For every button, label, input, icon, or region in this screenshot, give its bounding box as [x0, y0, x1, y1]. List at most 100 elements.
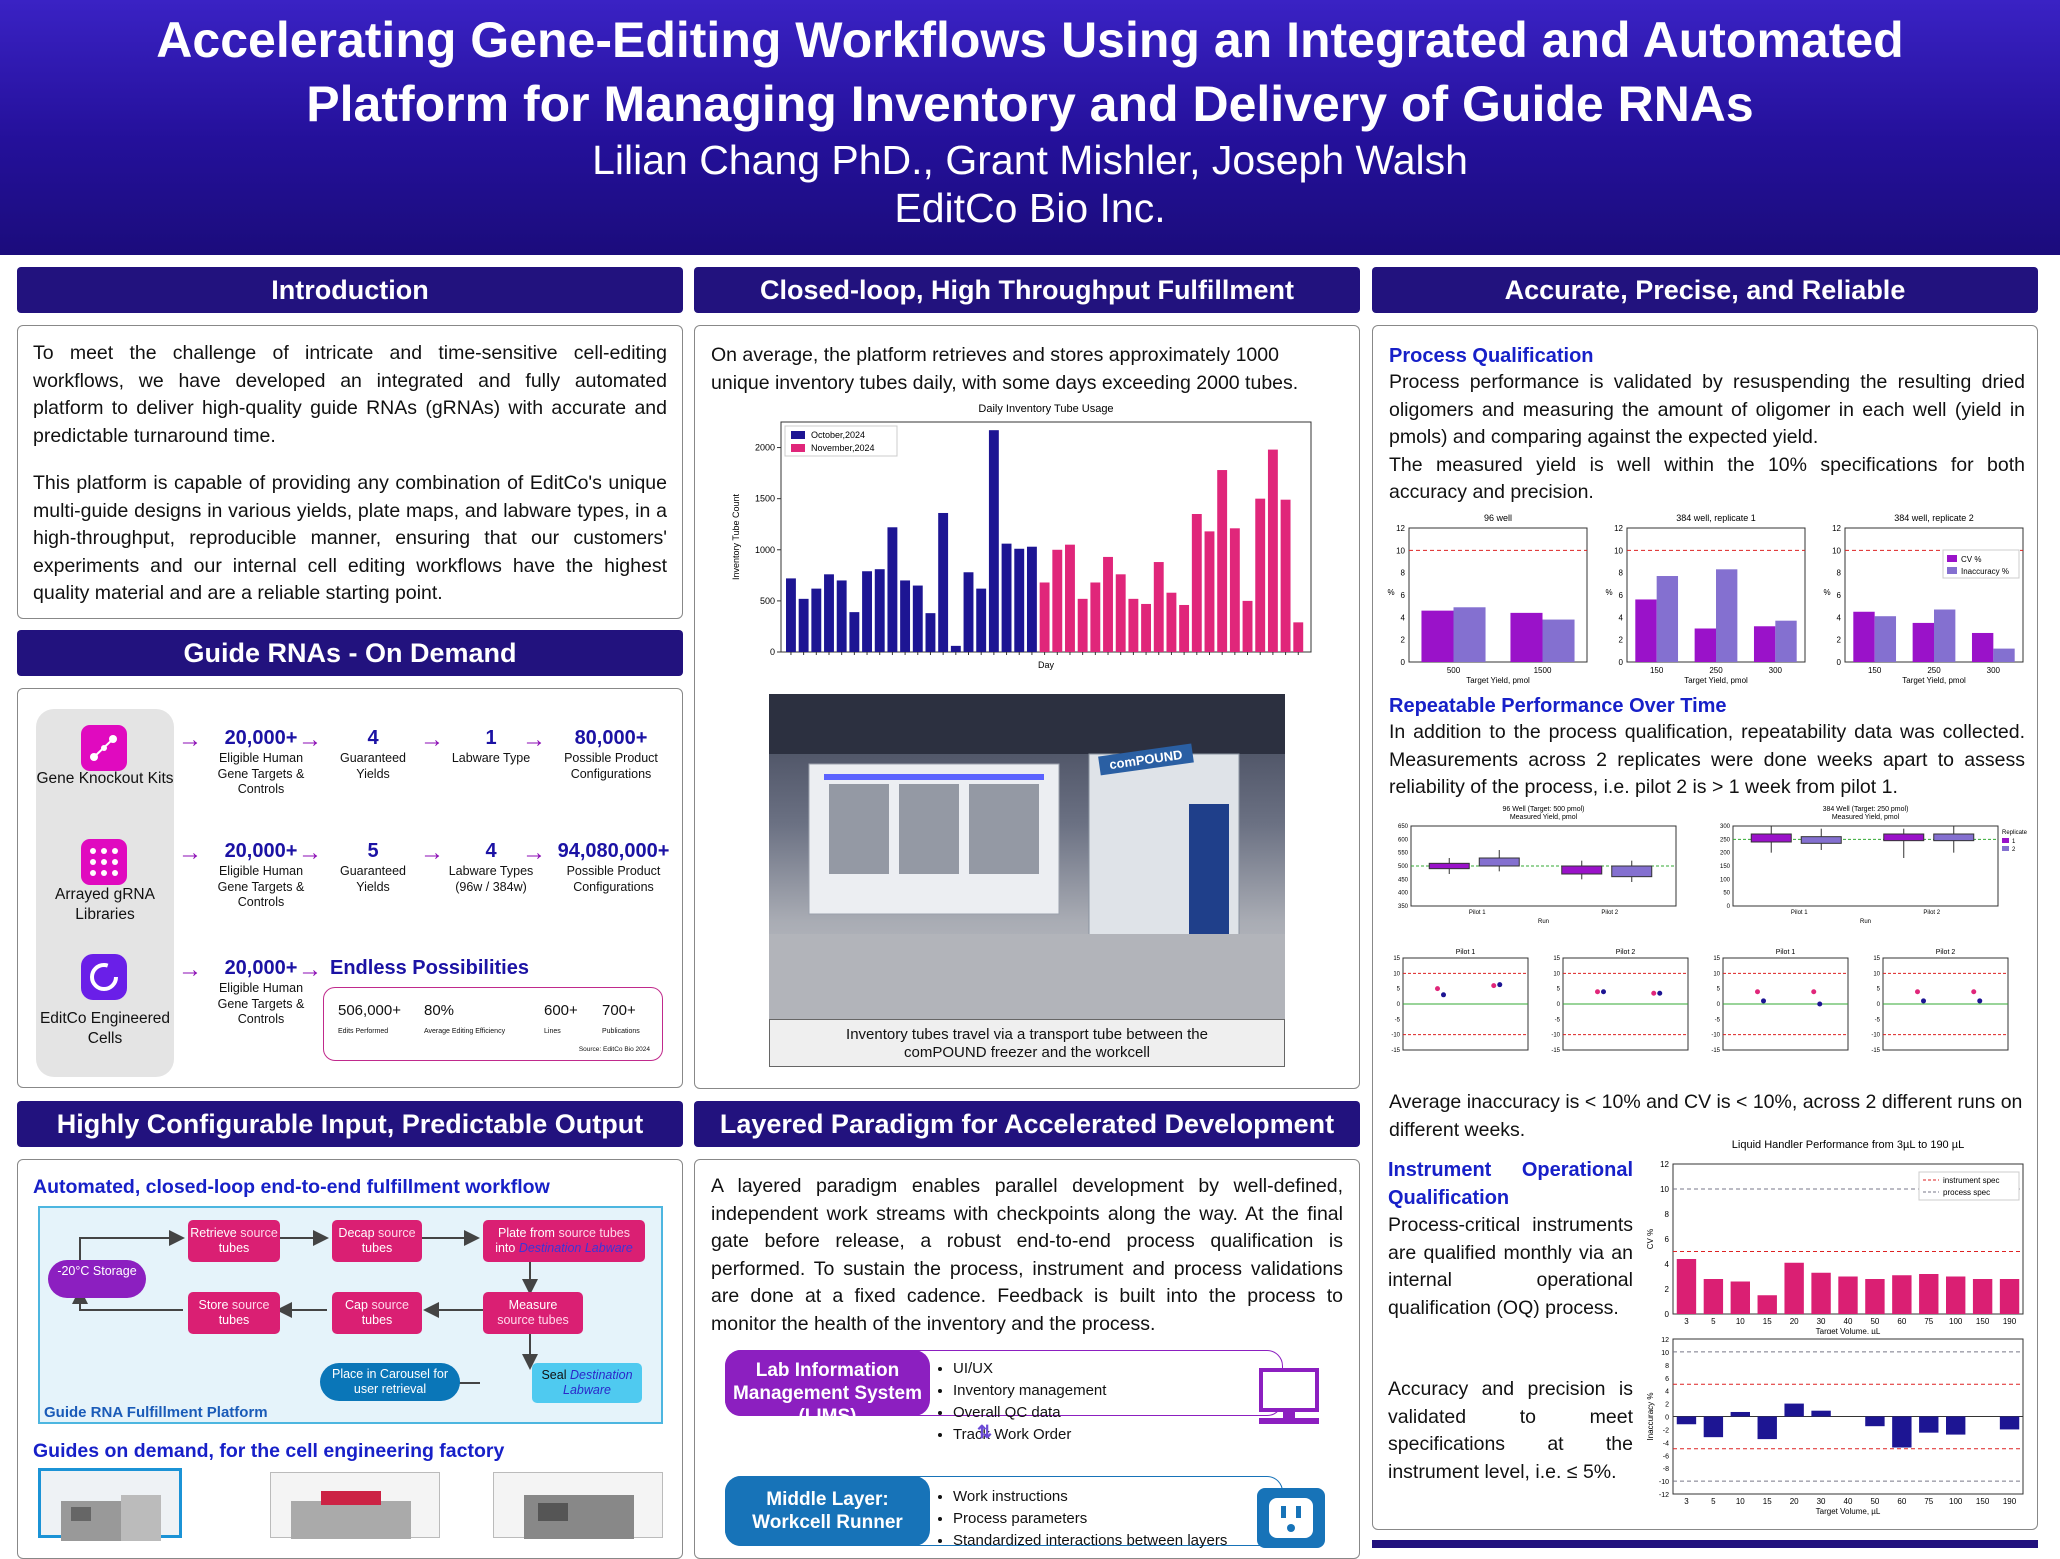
middle-layer: Middle Layer: Workcell Runner [725, 1476, 930, 1546]
bar [1811, 1272, 1831, 1314]
y-tick-label: 10 [1661, 1350, 1669, 1357]
x-tick-label: 75 [1924, 1497, 1933, 1506]
inaccuracy-point [1497, 982, 1503, 988]
y-tick-label: 12 [1832, 524, 1841, 533]
bar [824, 574, 834, 652]
chart-title: 384 Well (Target: 250 pmol) [1823, 806, 1909, 813]
y-tick-label: -5 [1555, 1017, 1561, 1023]
pq-title: Process Qualification [1389, 345, 1594, 367]
y-tick-label: 100 [1720, 877, 1731, 883]
bar [1703, 1416, 1724, 1438]
config-count: 94,080,000+ [557, 840, 670, 862]
bar [1090, 582, 1101, 652]
y-tick-label: 15 [1553, 956, 1560, 962]
arrow-icon: → [522, 726, 546, 753]
bar [1293, 622, 1304, 652]
y-tick-label: -15 [1391, 1048, 1400, 1054]
y-tick-label: -10 [1659, 1479, 1669, 1486]
bar [1919, 1416, 1939, 1433]
y-tick-label: 5 [1397, 987, 1401, 993]
bar [1065, 544, 1075, 652]
inaccuracy-point [1761, 998, 1766, 1004]
chart-title: 384 well, replicate 2 [1894, 513, 1974, 523]
avg-summary: Average inaccuracy is < 10% and CV is < … [1389, 1091, 2023, 1141]
y-tick-label: 2000 [755, 443, 775, 453]
stat-label: Edits Performed [338, 1028, 389, 1035]
x-tick-label: 40 [1844, 1317, 1853, 1326]
bar [1865, 1416, 1885, 1427]
y-tick-label: 2 [1837, 636, 1842, 645]
y-tick-label: 5 [1557, 987, 1561, 993]
pq-result: The measured yield is well within the 10… [1389, 453, 2025, 504]
y-tick-label: -15 [1871, 1048, 1880, 1054]
y-tick-label: 6 [1665, 1235, 1670, 1244]
inaccuracy-point [1921, 998, 1926, 1004]
config-panel: Automated, closed-loop end-to-end fulfil… [17, 1159, 683, 1559]
bar [1775, 620, 1797, 662]
stats-source: Source: EditCo Bio 2024 [578, 1046, 650, 1053]
y-tick-label: -2 [1663, 1427, 1669, 1434]
ioq-title: Instrument Operational Qualification [1388, 1159, 1633, 1209]
target-count: 20,000+ [224, 840, 298, 862]
pq-paragraph: Process performance is validated by resu… [1389, 371, 2025, 448]
library-grid-icon [81, 839, 127, 885]
authors: Lilian Chang PhD., Grant Mishler, Joseph… [592, 137, 1468, 183]
platform-label: Guide RNA Fulfillment Platform [44, 1404, 268, 1421]
rp-paragraph: In addition to the process qualification… [1389, 721, 2025, 798]
x-tick-label: 250 [1927, 666, 1941, 675]
knockout-kit-icon [81, 725, 127, 771]
y-tick-label: 0 [1717, 1002, 1721, 1008]
bar [1280, 499, 1291, 652]
yield-caption: Guaranteed Yields [339, 751, 407, 781]
y-tick-label: -10 [1871, 1033, 1880, 1039]
bar [1453, 607, 1486, 662]
x-tick-label: 300 [1987, 666, 2001, 675]
intro-panel: To meet the challenge of intricate and t… [17, 325, 683, 619]
y-tick-label: 500 [760, 596, 775, 606]
x-tick-label: 150 [1976, 1317, 1990, 1326]
arrow-icon: → [522, 839, 546, 866]
legend-swatch [2002, 838, 2009, 843]
legend-swatch [1947, 567, 1957, 574]
y-tick-label: -8 [1663, 1466, 1669, 1473]
y-tick-label: 0 [1727, 904, 1731, 910]
labware-count: 1 [485, 727, 497, 749]
y-tick-label: -10 [1391, 1033, 1400, 1039]
cv-point [1651, 990, 1657, 996]
bar [1039, 582, 1050, 652]
bar [1014, 548, 1025, 652]
y-tick-label: 600 [1398, 837, 1409, 843]
stat-value: 600+ [544, 1002, 578, 1019]
engineered-cell-icon [81, 954, 127, 1000]
y-tick-label: 450 [1398, 877, 1409, 883]
bar [1694, 628, 1716, 662]
bar [1811, 1410, 1831, 1417]
poster-header: Accelerating Gene-Editing Workflows Usin… [0, 0, 2060, 255]
bar [1128, 598, 1139, 652]
y-tick-label: 12 [1614, 524, 1623, 533]
bar [1993, 648, 2015, 662]
flow-arrows [72, 1230, 538, 1391]
intro-paragraph-2: This platform is capable of providing an… [33, 472, 667, 604]
bar [1999, 1416, 2020, 1430]
cv-point [1811, 989, 1817, 995]
y-axis-label: CV % [1646, 1229, 1655, 1249]
legend-label: process spec [1943, 1188, 1990, 1197]
y-tick-label: 10 [1832, 546, 1841, 555]
box [1611, 865, 1653, 878]
ioq-paragraph: Process-critical instruments are qualifi… [1388, 1214, 1633, 1319]
mini-title: Pilot 1 [1776, 949, 1796, 956]
x-tick-label: 10 [1736, 1317, 1745, 1326]
yield-count: 4 [367, 727, 379, 749]
y-tick-label: 650 [1398, 824, 1409, 830]
liquid-handler-cv-chart: Liquid Handler Performance from 3µL to 1… [1646, 1139, 2024, 1334]
arrow-icon: → [178, 956, 202, 983]
legend-label: CV % [1961, 555, 1981, 564]
target-count: 20,000+ [224, 727, 298, 749]
bar [1242, 600, 1253, 652]
